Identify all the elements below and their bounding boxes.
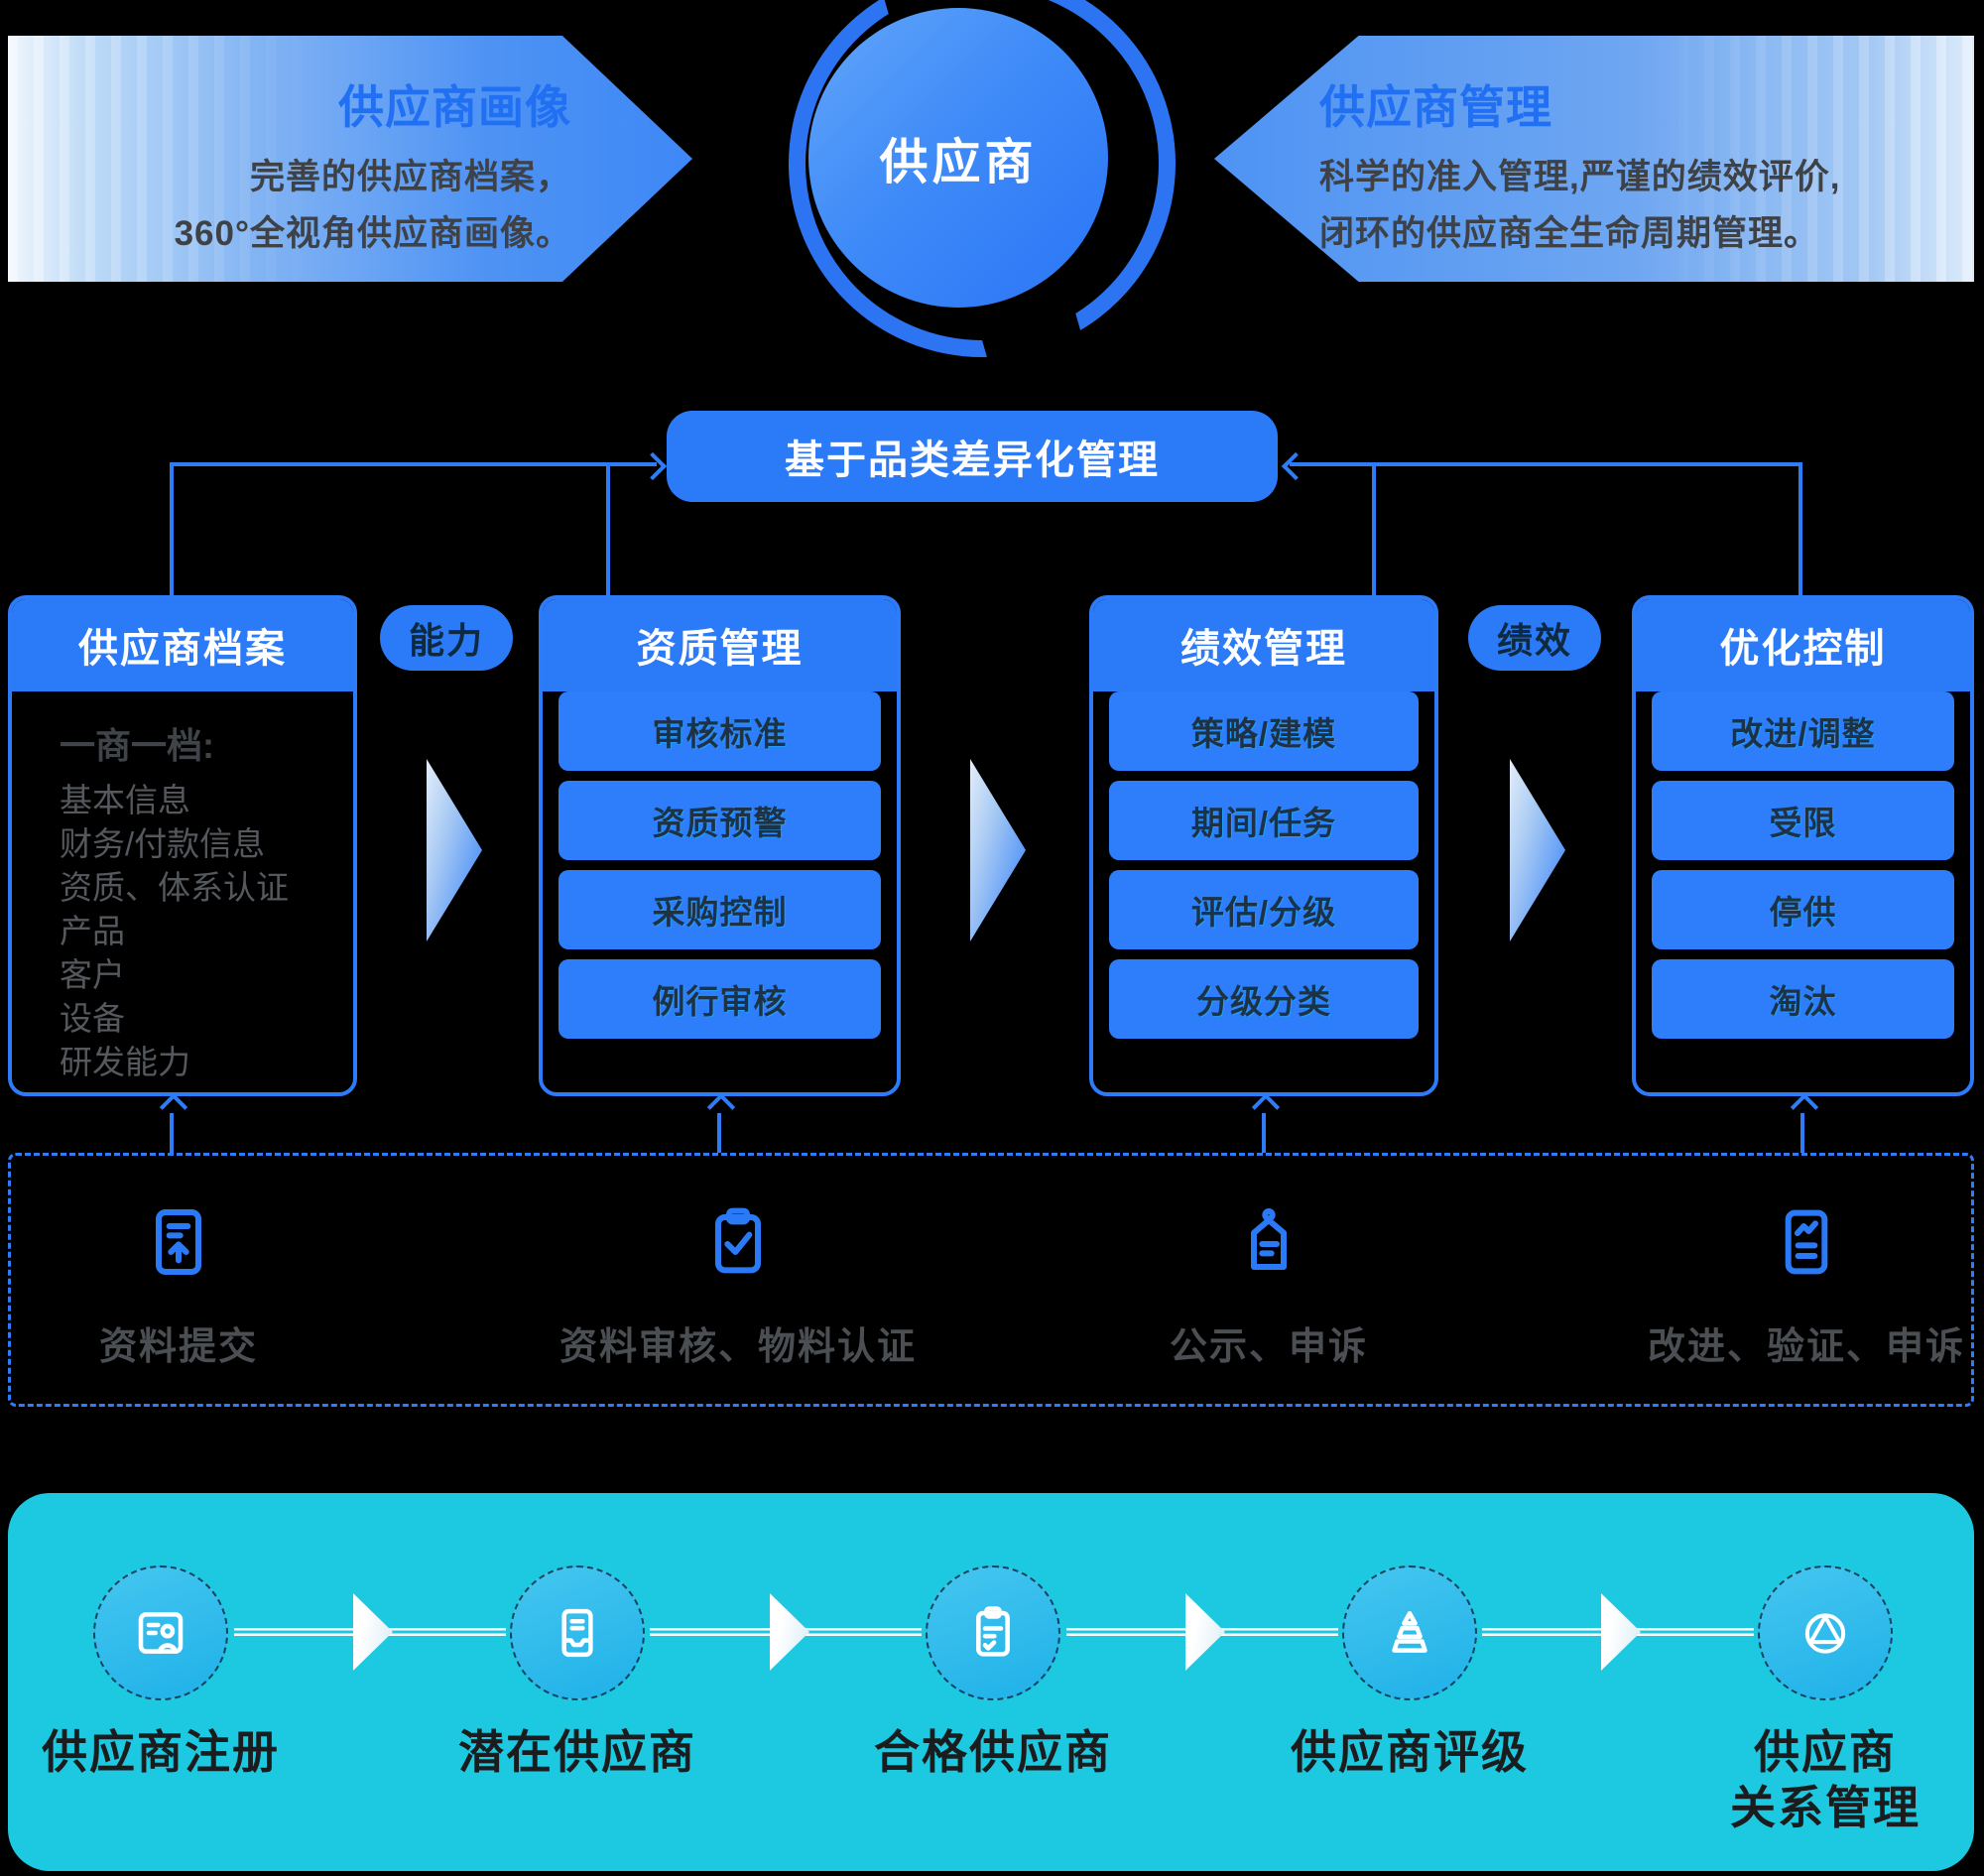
- column-item: 审核标准: [558, 691, 881, 771]
- network-icon: [1804, 1613, 1846, 1654]
- flow-arrow-icon: [1510, 759, 1565, 941]
- clipboard-list-icon: [976, 1606, 1010, 1657]
- banner-title: 供应商管理: [1319, 81, 1552, 133]
- step-label: 供应商评级: [1291, 1726, 1529, 1778]
- column-item: 资质预警: [558, 781, 881, 860]
- supplier-management-banner: 供应商管理 科学的准入管理,严谨的绩效评价, 闭环的供应商全生命周期管理。: [1214, 36, 1974, 282]
- step-circle-potential: [510, 1565, 645, 1700]
- process-group-publicity: 公示、申诉: [1021, 1202, 1517, 1370]
- category-management-box: 基于品类差异化管理: [667, 411, 1278, 502]
- supplier-profile-banner-content: 供应商画像 完善的供应商档案， 360°全视角供应商画像。: [8, 36, 692, 262]
- column-item: 期间/任务: [1109, 781, 1419, 860]
- column-performance-management: 绩效管理 策略/建模 期间/任务 评估/分级 分级分类: [1089, 595, 1438, 1096]
- process-band: [8, 1153, 1974, 1407]
- list-item: 财务/付款信息: [60, 825, 266, 862]
- supplier-management-banner-content: 供应商管理 科学的准入管理,严谨的绩效评价, 闭环的供应商全生命周期管理。: [1214, 36, 1974, 262]
- connector-line: [172, 462, 657, 466]
- process-label: 资料审核、物料认证: [558, 1326, 917, 1368]
- column-item: 淘汰: [1652, 959, 1954, 1039]
- column-item: 评估/分级: [1109, 870, 1419, 949]
- step-circle-relationship: [1758, 1565, 1893, 1700]
- inbox-device-icon: [561, 1608, 593, 1658]
- list-title: 一商一档:: [60, 725, 214, 766]
- ring-gap-bottom: [976, 295, 1083, 366]
- arrow-right-icon: [638, 451, 668, 481]
- list-item: 客户: [60, 956, 125, 993]
- connector-line: [170, 462, 174, 597]
- banner-title: 供应商画像: [338, 81, 571, 133]
- column-header: 供应商档案: [12, 599, 353, 691]
- process-label: 改进、验证、申诉: [1647, 1326, 1965, 1368]
- arrow-up-icon: [1251, 1092, 1281, 1122]
- list-item: 产品: [60, 913, 125, 949]
- list-item: 设备: [60, 1000, 125, 1037]
- banner-text-line: 完善的供应商档案，: [249, 158, 571, 196]
- column-supplier-archive: 供应商档案 一商一档: 基本信息 财务/付款信息 资质、体系认证 产品 客户 设…: [8, 595, 357, 1096]
- pill-performance: 绩效: [1468, 605, 1601, 671]
- arrow-left-icon: [1281, 451, 1310, 481]
- step-label: 供应商注册: [42, 1726, 280, 1778]
- process-label: 资料提交: [98, 1326, 258, 1368]
- column-header: 资质管理: [543, 599, 897, 691]
- flow-arrow-icon: [970, 759, 1026, 941]
- connector-line: [1262, 1113, 1266, 1153]
- step-label: 供应商 关系管理: [1730, 1726, 1921, 1833]
- step-circle-qualified: [926, 1565, 1060, 1700]
- step-label: 合格供应商: [874, 1726, 1112, 1778]
- pill-capability: 能力: [380, 605, 513, 671]
- id-card-icon: [138, 1612, 184, 1654]
- connector-line: [1798, 462, 1802, 597]
- column-header: 绩效管理: [1093, 599, 1434, 691]
- supplier-archive-list: 一商一档: 基本信息 财务/付款信息 资质、体系认证 产品 客户 设备 研发能力: [12, 691, 353, 1084]
- column-item: 采购控制: [558, 870, 881, 949]
- connector-line: [606, 462, 610, 597]
- arrow-up-icon: [706, 1092, 736, 1122]
- step-circle-rating: [1342, 1565, 1477, 1700]
- arrow-up-icon: [159, 1092, 188, 1122]
- pyramid-icon: [1392, 1611, 1427, 1653]
- document-upload-icon: [156, 1209, 201, 1275]
- process-label: 公示、申诉: [1169, 1326, 1368, 1368]
- step-circle-registration: [93, 1565, 228, 1700]
- tag-icon: [1251, 1207, 1287, 1270]
- supplier-circle-label: 供应商: [879, 135, 1038, 189]
- column-item: 改进/调整: [1652, 691, 1954, 771]
- column-item: 受限: [1652, 781, 1954, 860]
- list-item: 资质、体系认证: [60, 869, 289, 906]
- step-label: 潜在供应商: [458, 1726, 696, 1778]
- column-item: 停供: [1652, 870, 1954, 949]
- column-qualification-management: 资质管理 审核标准 资质预警 采购控制 例行审核: [539, 595, 901, 1096]
- process-group-improve: 改进、验证、申诉: [1558, 1202, 1984, 1370]
- banner-text-line: 科学的准入管理,严谨的绩效评价,: [1319, 158, 1841, 196]
- column-header: 优化控制: [1636, 599, 1970, 691]
- supplier-circle: 供应商: [808, 8, 1108, 308]
- list-item: 基本信息: [60, 782, 190, 818]
- list-item: 研发能力: [60, 1044, 190, 1080]
- clipboard-check-icon: [715, 1207, 761, 1274]
- column-item: 策略/建模: [1109, 691, 1419, 771]
- connector-line: [170, 1113, 174, 1153]
- process-group-review: 资料审核、物料认证: [490, 1202, 986, 1370]
- connector-line: [1372, 462, 1376, 597]
- chart-document-icon: [1785, 1209, 1828, 1275]
- banner-text-line: 闭环的供应商全生命周期管理。: [1319, 214, 1820, 253]
- connector-line: [1290, 462, 1802, 466]
- process-group-submit: 资料提交: [0, 1202, 427, 1370]
- column-item: 例行审核: [558, 959, 881, 1039]
- supplier-profile-banner: 供应商画像 完善的供应商档案， 360°全视角供应商画像。: [8, 36, 692, 282]
- column-optimization-control: 优化控制 改进/调整 受限 停供 淘汰: [1632, 595, 1974, 1096]
- arrow-up-icon: [1790, 1092, 1819, 1122]
- banner-text-line: 360°全视角供应商画像。: [174, 214, 571, 253]
- flow-arrow-icon: [427, 759, 482, 941]
- connector-line: [717, 1113, 721, 1153]
- column-item: 分级分类: [1109, 959, 1419, 1039]
- connector-line: [1800, 1113, 1804, 1153]
